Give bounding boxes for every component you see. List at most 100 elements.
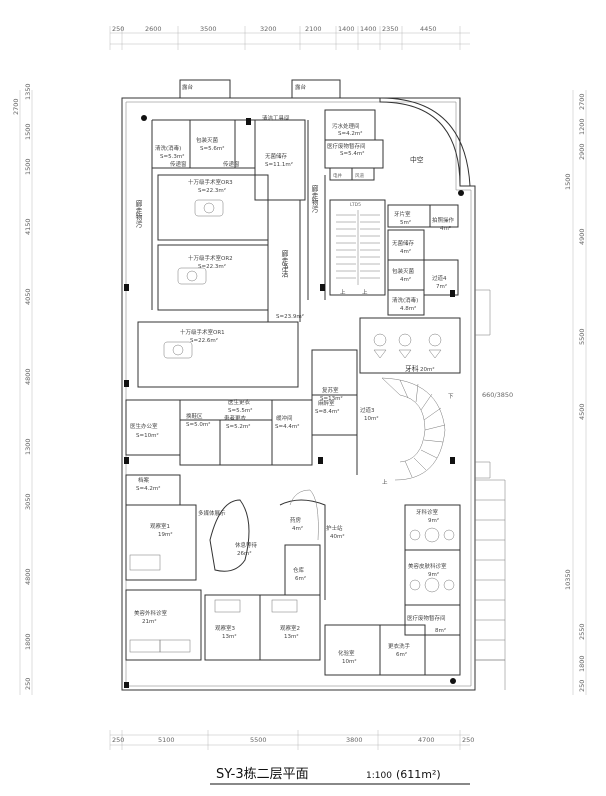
right-dimensions: 2700 1200 1500 2900 4900 5500 4500 10350… (482, 90, 587, 695)
label-recovery: 复苏室 (322, 386, 339, 394)
label-sterile-store-2-area: 4m² (400, 248, 411, 255)
label-nurse-station: 护士站 (326, 524, 343, 532)
dim-top-9: 4450 (420, 25, 437, 33)
label-dental-dept-area: 20m² (420, 366, 435, 373)
label-patient-change-area: S=5.2m² (226, 423, 250, 430)
label-transition-3: 过道3 (360, 406, 375, 414)
label-or3-area: S=22.3m² (198, 187, 226, 194)
label-transition-3-area: 10m² (364, 415, 379, 422)
label-pass-window-1: 传递窗 (170, 160, 187, 168)
label-corridor-clean: 廊走净洁 (280, 249, 288, 278)
label-doctor-change: 医生更衣 (228, 398, 251, 406)
dim-bottom-2: 5100 (158, 736, 175, 744)
room-labels: 露台 露台 清洁工具间 污水处理间 S=4.2m² 医疗废物暂存间 S=5.4m… (130, 83, 455, 665)
label-wash-disinfect-2-area: 4.8m² (400, 305, 416, 312)
dim-left-7: 4800 (24, 368, 32, 385)
label-corridor-clean-area: S=23.9m² (276, 313, 304, 320)
dim-right-4: 2900 (578, 143, 586, 160)
label-or1: 十万级手术室OR1 (180, 328, 225, 336)
dim-right-2: 1200 (578, 118, 586, 135)
fixtures (124, 115, 464, 688)
label-or2: 十万级手术室OR2 (188, 254, 233, 262)
outer-walls (121, 79, 506, 691)
dim-left-8: 1300 (24, 438, 32, 455)
label-doctor-office: 医生办公室 (130, 422, 158, 430)
label-up-3: 上 (382, 478, 388, 486)
label-lab: 化验室 (338, 649, 355, 657)
dim-left-2: 1350 (24, 83, 32, 100)
dim-left-5: 4150 (24, 218, 32, 235)
label-dental-clinic: 牙科诊室 (416, 508, 439, 516)
label-atrium: 中空 (410, 155, 424, 164)
dim-right-11: 250 (578, 680, 586, 692)
dim-top-5: 2100 (305, 25, 322, 33)
bottom-dimensions: 250 5100 5500 3800 4700 250 (109, 730, 474, 750)
dim-right-5: 4900 (578, 228, 586, 245)
label-pack-sterilize-1: 包装灭菌 (196, 136, 219, 144)
label-rest-wait-area: 26m² (237, 550, 252, 557)
label-warehouse: 仓库 (293, 566, 305, 574)
label-buffer-area: S=4.4m² (275, 423, 299, 430)
label-photo-op: 拍照操作 (432, 216, 455, 224)
label-transition-4: 过道4 (432, 274, 447, 282)
label-anesthesia-area: S=8.4m² (315, 408, 339, 415)
dim-bottom-3: 5500 (250, 736, 267, 744)
label-observe-3: 观察室3 (215, 624, 236, 632)
label-sterile-store-1: 无菌储存 (265, 152, 288, 160)
dim-left-10: 4800 (24, 568, 32, 585)
dim-left-1: 2700 (12, 98, 20, 115)
label-terrace-2: 露台 (295, 83, 307, 91)
label-change-wash: 更衣洗手 (388, 642, 411, 650)
label-lab-area: 10m² (342, 658, 357, 665)
label-beauty-surgery-area: 21m² (142, 618, 157, 625)
label-medical-waste-2: 医疗废物暂存间 (407, 614, 446, 622)
label-recovery-area: S=13m² (320, 395, 343, 402)
dim-side-note: 660/3850 (482, 391, 513, 399)
dim-left-4: 1500 (24, 158, 32, 175)
dim-top-2: 2600 (145, 25, 162, 33)
dim-right-7: 4500 (578, 403, 586, 420)
label-buffer: 缓冲间 (276, 414, 293, 422)
label-sewage-area: S=4.2m² (338, 130, 362, 137)
label-observe-1-area: 19m² (158, 531, 173, 538)
dim-left-9: 3050 (24, 493, 32, 510)
label-nurse-station-area: 40m² (330, 533, 345, 540)
label-warehouse-area: 6m² (295, 575, 306, 582)
label-anesthesia: 麻醉室 (318, 399, 335, 407)
dim-left-12: 250 (24, 678, 32, 690)
label-down-1: 下 (448, 393, 454, 400)
dim-left-6: 4050 (24, 288, 32, 305)
label-elev-room: 电井 (333, 172, 342, 179)
label-pack-sterilize-1-area: S=5.6m² (200, 145, 224, 152)
label-rest-wait: 休息等待 (235, 541, 258, 549)
label-up-1: 上 (340, 288, 346, 296)
dim-right-1: 2700 (578, 93, 586, 110)
title-scale: 1:100 (366, 771, 392, 781)
label-sterile-store-1-area: S=11.1m² (265, 161, 293, 168)
label-corridor-dirty-right: 廊走物污 (310, 184, 318, 213)
label-pack-sterilize-2-area: 4m² (400, 276, 411, 283)
label-observe-3-area: 13m² (222, 633, 237, 640)
label-medical-waste-1-area: S=5.4m² (340, 150, 364, 157)
title-area: (611m²) (396, 768, 441, 781)
dim-left-3: 1500 (24, 123, 32, 140)
label-dental-dept: 牙科 (405, 364, 419, 373)
label-multimedia: 多媒体展示 (198, 509, 226, 517)
label-up-2: 上 (362, 288, 368, 296)
label-medical-waste-1: 医疗废物暂存间 (327, 142, 366, 150)
label-corridor-dirty-left: 廊走物污 (134, 199, 142, 228)
dim-left-11: 1800 (24, 633, 32, 650)
label-ltd5: LTD5 (350, 202, 361, 208)
label-sterile-store-2: 无菌储存 (392, 239, 415, 247)
drawing-title: SY-3栋二层平面 1:100 (611m²) (210, 766, 470, 785)
label-cleaning-tools: 清洁工具间 (262, 114, 290, 122)
label-beauty-derm: 美容皮肤科诊室 (408, 562, 447, 570)
label-observe-2-area: 13m² (284, 633, 299, 640)
label-doctor-office-area: S=10m² (136, 432, 159, 439)
label-observe-1: 观察室1 (150, 522, 170, 530)
label-shoe-change: 换鞋区 (186, 412, 203, 420)
label-wind-room: 风道 (355, 172, 364, 179)
dim-right-9: 2550 (578, 623, 586, 640)
left-dimensions: 2700 1350 1500 1500 4150 4050 4800 1300 … (12, 83, 33, 695)
